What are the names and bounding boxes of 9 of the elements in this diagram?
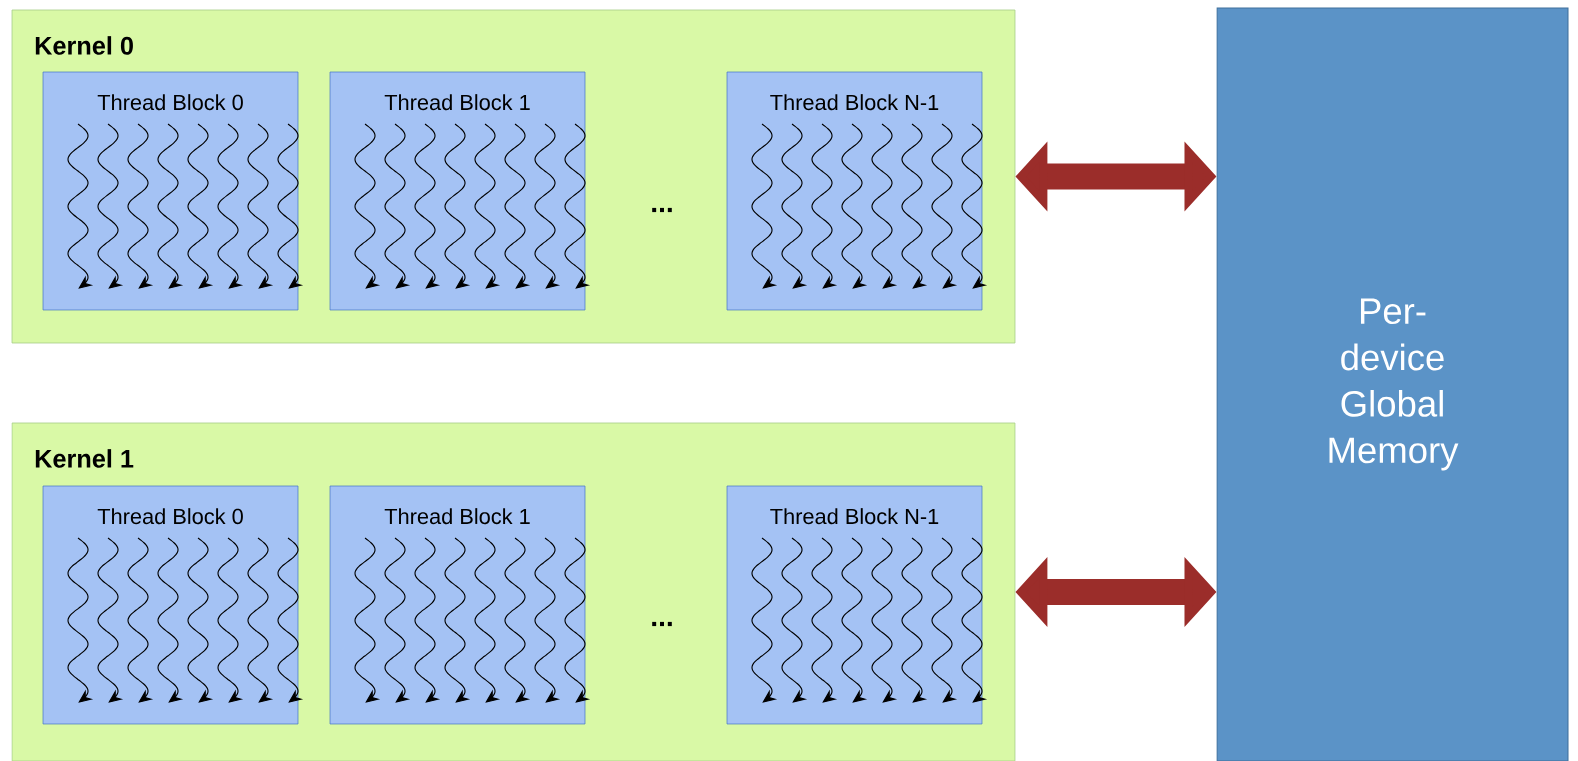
thread-block-box: Thread Block 1 xyxy=(329,71,586,311)
thread-block-box: Thread Block N-1 xyxy=(726,485,983,725)
ellipsis: ... xyxy=(652,621,672,627)
thread-block-box: Thread Block 0 xyxy=(42,71,299,311)
thread-block-box: Thread Block N-1 xyxy=(726,71,983,311)
thread-block-box: Thread Block 1 xyxy=(329,485,586,725)
ellipsis: ... xyxy=(652,207,672,213)
thread-block-box: Thread Block 0 xyxy=(42,485,299,725)
memory-box: Per-device Global Memory xyxy=(1216,7,1569,761)
